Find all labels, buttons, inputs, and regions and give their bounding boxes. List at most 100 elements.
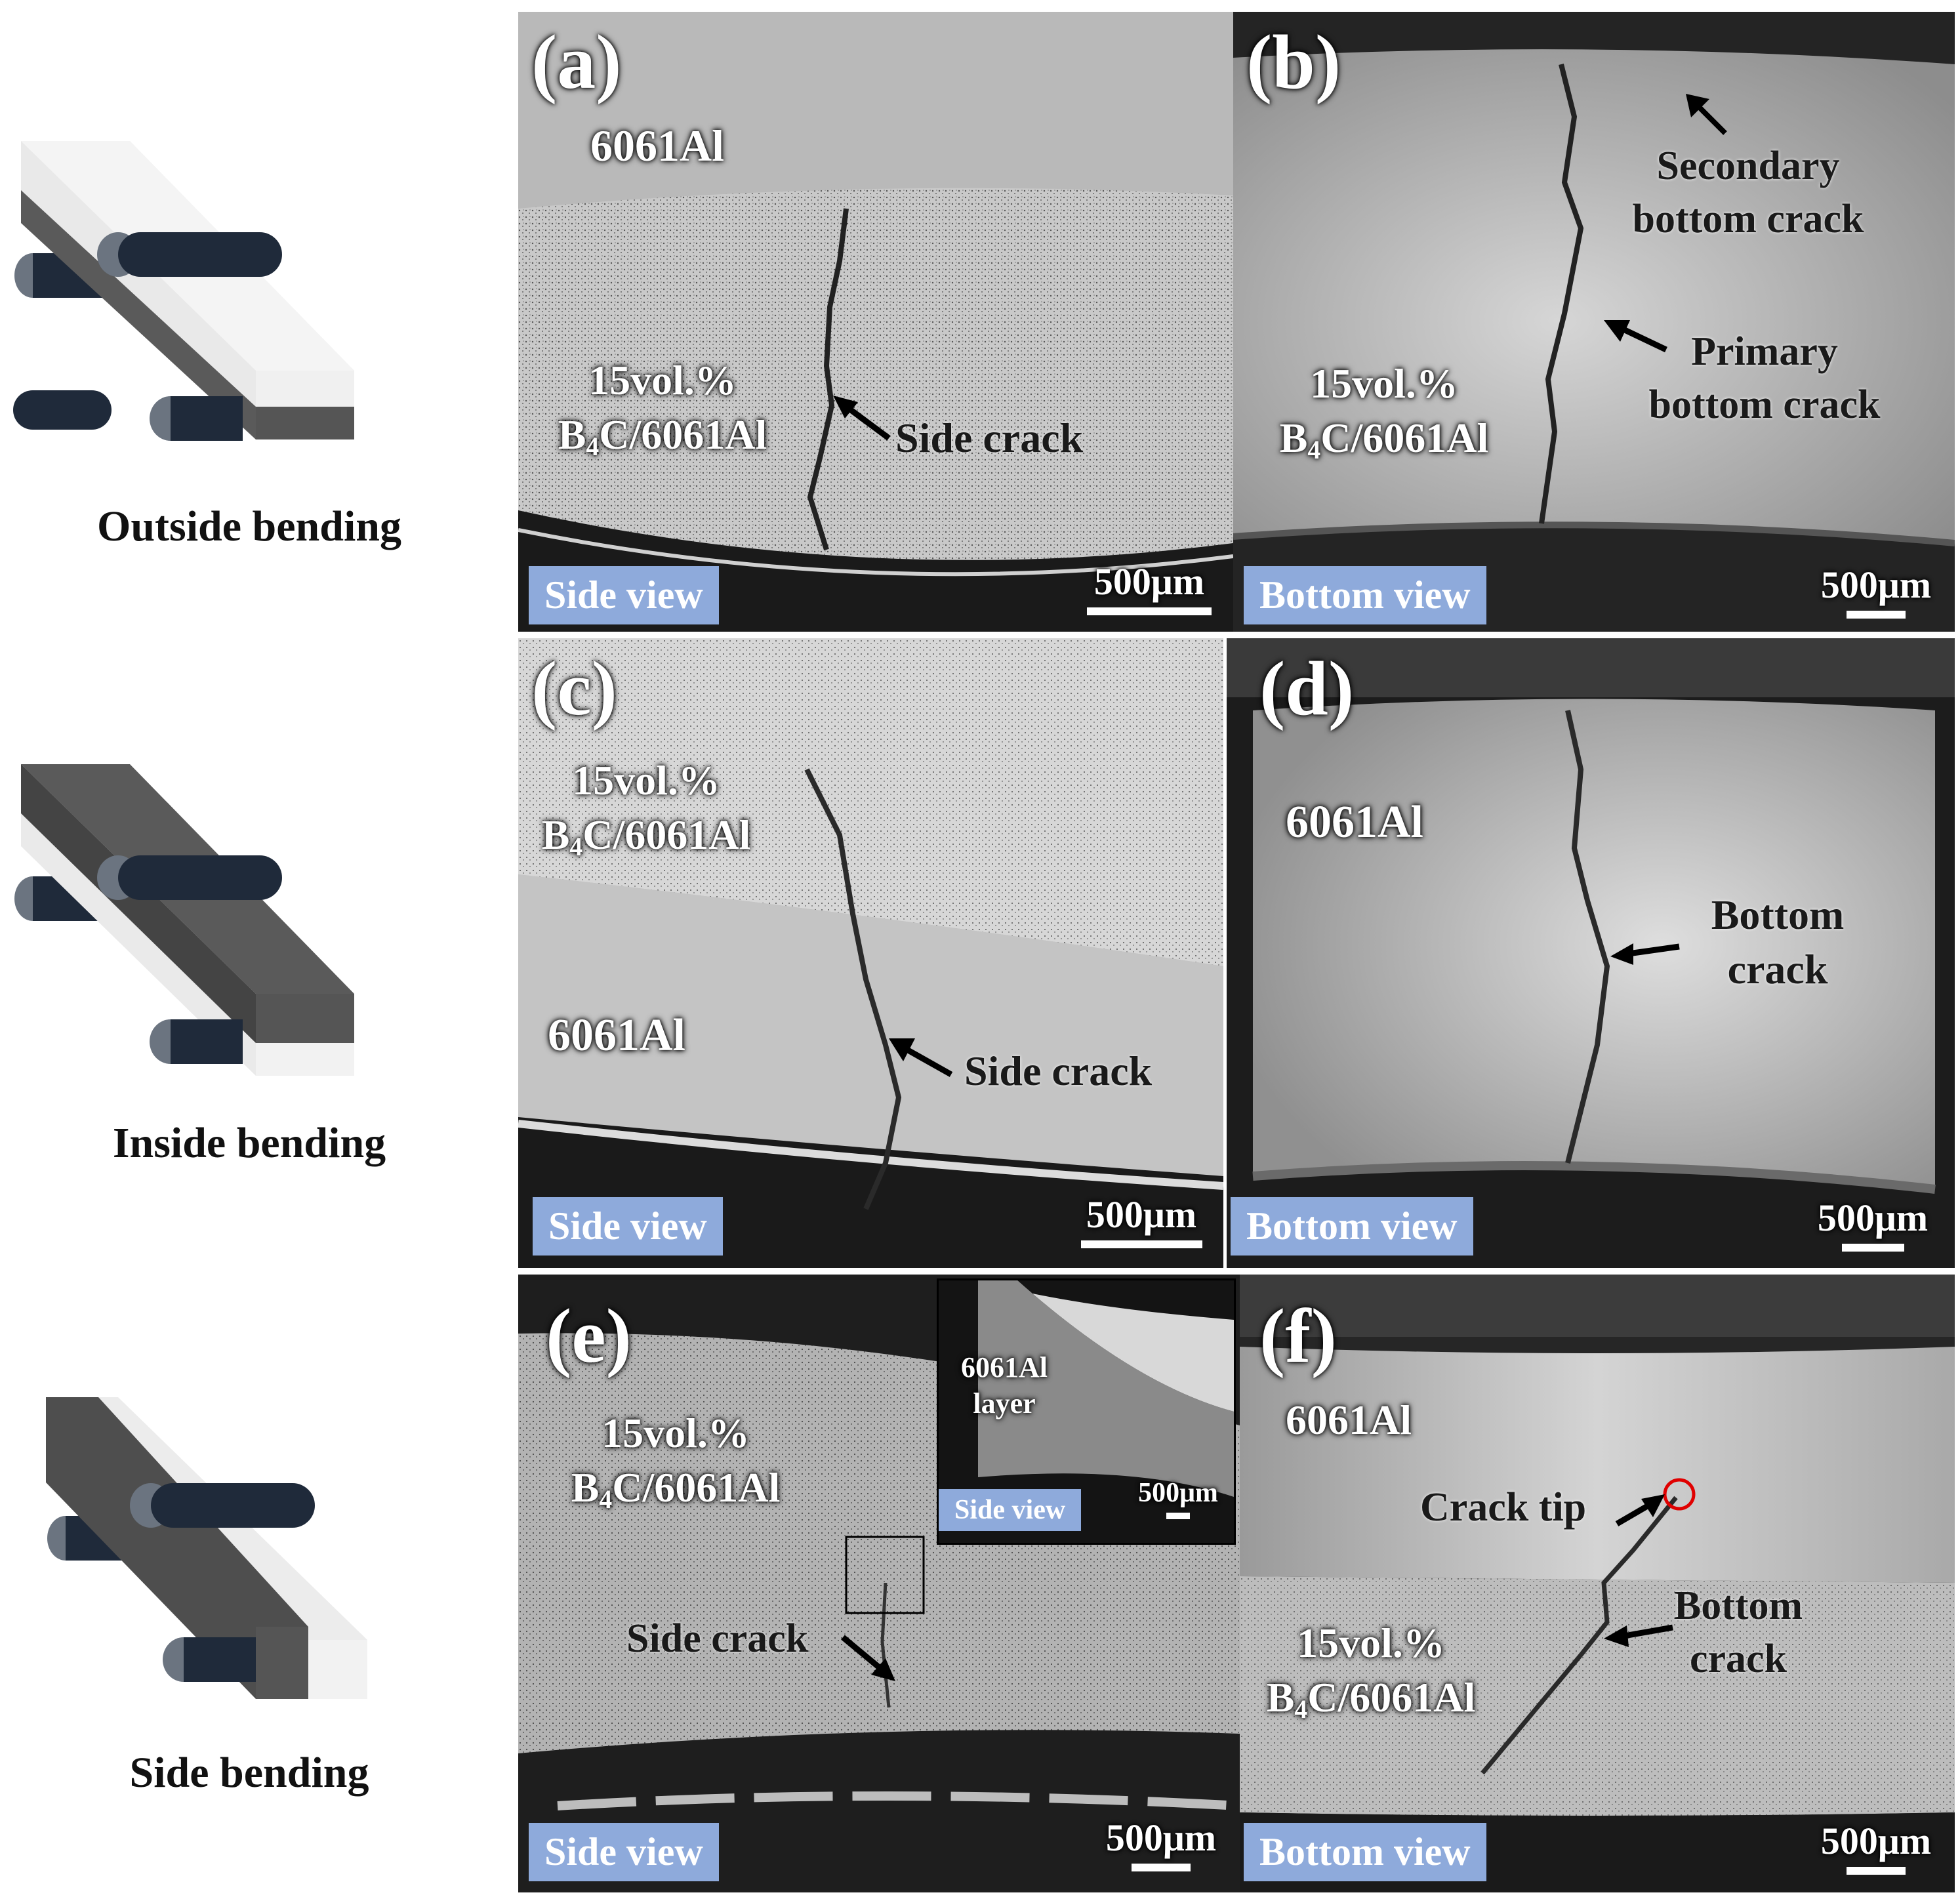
panel-label: (a)	[531, 19, 622, 105]
composite-line2: B4C/6061Al	[551, 407, 774, 464]
material-label-top: 6061Al	[1286, 1397, 1412, 1443]
inside-bending-diagram	[14, 764, 354, 1076]
micrograph-f	[1240, 1275, 1955, 1892]
panel-c: (c) 15vol.% B4C/6061Al 6061Al Side crack…	[518, 638, 1223, 1268]
material-label-composite: 15vol.% B4C/6061Al	[551, 353, 774, 464]
micrograph-a	[518, 12, 1233, 632]
annotation-line1: Primary	[1691, 329, 1838, 374]
schematic-side-bending: Side bending	[0, 1391, 499, 1824]
composite-sub: 4	[1294, 1695, 1308, 1725]
scale-text: 500μm	[1820, 1820, 1932, 1862]
scale-line	[1080, 1240, 1202, 1248]
composite-b: B	[558, 411, 586, 459]
composite-line2: B4C/6061Al	[564, 1460, 787, 1517]
scale-line	[1847, 1867, 1906, 1875]
primary-crack-annotation: Primary bottom crack	[1620, 325, 1909, 431]
bottom-crack-annotation: Bottom crack	[1686, 888, 1869, 996]
annotation-line1: Bottom	[1673, 1583, 1803, 1628]
material-label-composite: 15vol.% B4C/6061Al	[535, 753, 758, 865]
composite-rest: C/6061Al	[1307, 1674, 1476, 1721]
composite-line1: 15vol.%	[572, 757, 720, 804]
composite-rest: C/6061Al	[1320, 415, 1489, 462]
annotation-line1: Bottom	[1711, 891, 1845, 938]
scale-bar: 500μm	[1095, 1816, 1227, 1871]
arrow-icon	[1604, 320, 1667, 353]
arrow-icon	[1604, 1624, 1673, 1647]
schematic-label: Inside bending	[112, 1119, 386, 1167]
micrograph-d	[1227, 638, 1955, 1268]
inset-scale-bar: 500μm	[1122, 1477, 1234, 1519]
panel-b: (b) Secondary bottom crack Primary botto…	[1233, 12, 1955, 632]
arrow-icon	[833, 396, 891, 441]
composite-sub: 4	[586, 432, 600, 462]
arrow-icon	[889, 1038, 953, 1077]
composite-b: B	[571, 1464, 600, 1511]
side-crack-annotation: Side crack	[964, 1048, 1153, 1094]
composite-rest: C/6061Al	[612, 1464, 781, 1511]
schematic-inside-bending: Inside bending	[0, 754, 499, 1187]
view-label: Bottom view	[1244, 1823, 1486, 1881]
material-label-composite: 15vol.% B4C/6061Al	[1273, 356, 1496, 468]
material-label-bottom: 6061Al	[548, 1010, 685, 1061]
inset-micrograph: 6061Al layer Side view 500μm	[937, 1278, 1236, 1545]
schematic-label: Side bending	[129, 1749, 369, 1797]
composite-b: B	[1279, 415, 1308, 462]
annotation-line1: Secondary	[1656, 144, 1840, 188]
view-label: Bottom view	[1231, 1197, 1473, 1256]
view-label: Side view	[529, 566, 719, 624]
schematic-label: Outside bending	[97, 502, 401, 550]
composite-line1: 15vol.%	[1297, 1620, 1445, 1666]
arrow-icon	[1610, 943, 1680, 965]
annotation-line2: crack	[1727, 946, 1828, 993]
panel-label: (c)	[531, 645, 617, 731]
composite-line2: B4C/6061Al	[535, 807, 758, 865]
material-label-composite: 15vol.% B4C/6061Al	[1259, 1616, 1482, 1727]
annotation-line2: crack	[1689, 1636, 1787, 1681]
inset-layer-label: 6061Al layer	[952, 1349, 1057, 1421]
schematic-outside-bending: Outside bending	[0, 131, 499, 564]
composite-sub: 4	[1307, 436, 1321, 465]
composite-line1: 15vol.%	[588, 357, 737, 403]
view-label: Side view	[533, 1197, 723, 1256]
panel-label: (d)	[1259, 645, 1355, 731]
annotation-line2: bottom crack	[1648, 382, 1881, 427]
scale-line	[1166, 1513, 1190, 1519]
composite-line2: B4C/6061Al	[1259, 1670, 1482, 1727]
composite-sub: 4	[569, 832, 583, 862]
scale-bar: 500μm	[1072, 1193, 1210, 1248]
scale-text: 500μm	[1105, 1816, 1217, 1859]
scale-bar: 500μm	[1804, 1196, 1942, 1252]
scale-line	[1087, 607, 1212, 615]
scale-text: 500μm	[1093, 560, 1205, 603]
crack-tip-annotation: Crack tip	[1420, 1485, 1587, 1530]
side-crack-annotation: Side crack	[626, 1616, 809, 1661]
arrow-icon	[841, 1635, 895, 1681]
secondary-crack-annotation: Secondary bottom crack	[1607, 140, 1889, 245]
outside-bending-diagram	[13, 141, 354, 441]
scale-bar: 500μm	[1810, 563, 1942, 619]
scale-line	[1132, 1864, 1191, 1871]
inset-label-line2: layer	[973, 1387, 1036, 1419]
scale-bar: 500μm	[1810, 1819, 1942, 1875]
inset-image	[939, 1280, 1234, 1543]
view-label: Side view	[529, 1823, 719, 1881]
panel-label: (b)	[1246, 19, 1341, 105]
composite-rest: C/6061Al	[582, 811, 751, 859]
scale-text: 500μm	[1817, 1196, 1929, 1239]
material-label: 6061Al	[1286, 797, 1423, 847]
panel-d: (d) 6061Al Bottom crack Bottom view 500μ…	[1227, 638, 1955, 1268]
inset-label-line1: 6061Al	[961, 1351, 1048, 1383]
micrograph-b	[1233, 12, 1955, 632]
side-bending-diagram	[46, 1397, 367, 1699]
composite-line2: B4C/6061Al	[1273, 411, 1496, 468]
composite-line1: 15vol.%	[602, 1410, 750, 1456]
bottom-crack-annotation: Bottom crack	[1660, 1580, 1817, 1685]
composite-b: B	[1266, 1674, 1295, 1721]
arrow-icon	[1615, 1494, 1665, 1526]
composite-sub: 4	[599, 1485, 613, 1515]
panel-a: (a) 6061Al 15vol.% B4C/6061Al Side crack…	[518, 12, 1233, 632]
panel-label: (e)	[546, 1293, 632, 1379]
inset-view-label: Side view	[939, 1489, 1082, 1532]
material-label-composite: 15vol.% B4C/6061Al	[564, 1406, 787, 1517]
scale-text: 500μm	[1086, 1193, 1197, 1236]
